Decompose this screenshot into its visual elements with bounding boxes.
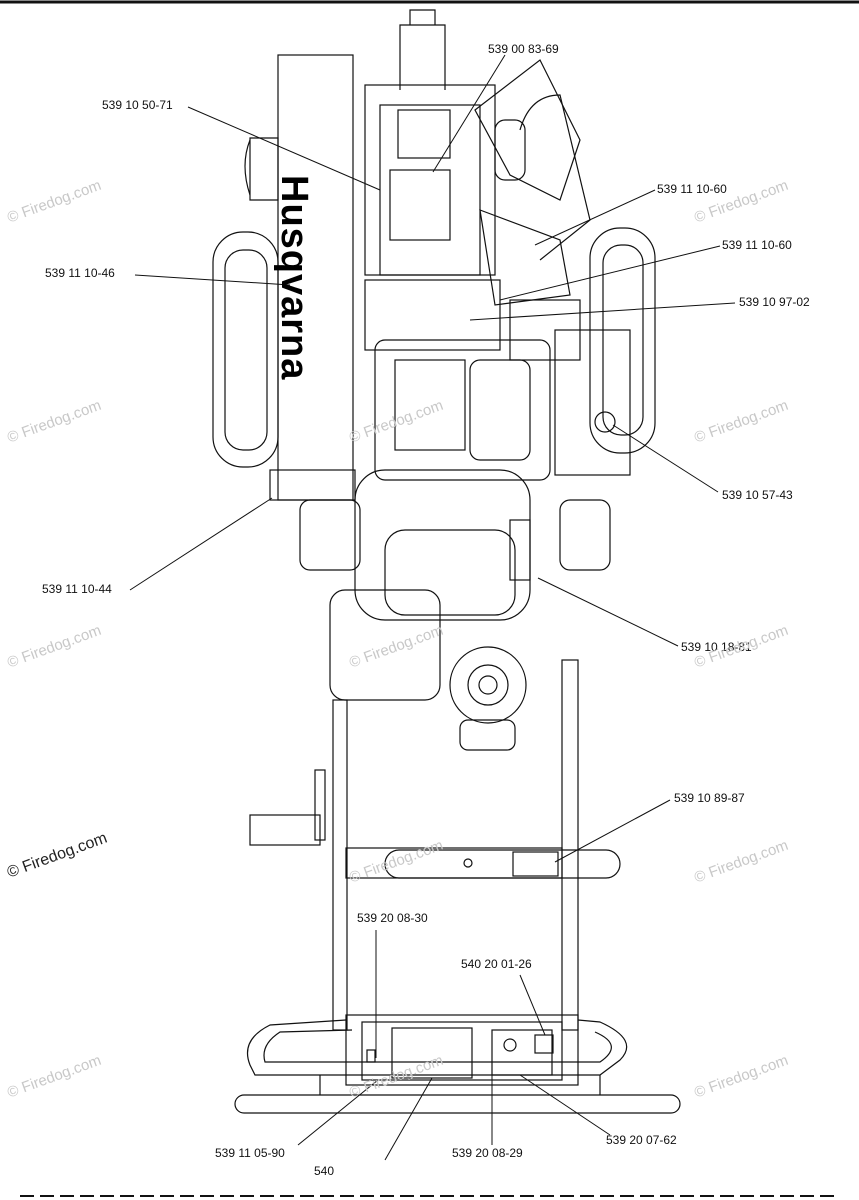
- part-label: 540: [314, 1164, 335, 1178]
- chute-assembly: [364, 9, 591, 276]
- engine: [354, 279, 551, 621]
- part-label: 539 20 07-62: [606, 1133, 677, 1147]
- part-label: 539 00 83-69: [488, 42, 559, 56]
- bottom-control-panel: [361, 1021, 563, 1081]
- part-label: 539 10 18-81: [681, 640, 752, 654]
- part-label: 539 10 50-71: [102, 98, 173, 112]
- part-label: 539 11 10-60: [657, 182, 727, 196]
- part-label: 539 11 10-46: [45, 266, 115, 280]
- leader-lines: [129, 54, 736, 1161]
- part-label: 539 10 97-02: [739, 295, 810, 309]
- bottom-handle: [234, 1019, 681, 1114]
- side-guard: [554, 329, 631, 476]
- brand-decal: Husqvarna: [273, 175, 315, 381]
- part-label: 539 11 10-60: [722, 238, 792, 252]
- part-label: 539 11 05-90: [215, 1146, 285, 1160]
- cross-bar: [384, 849, 621, 879]
- part-label: 540 20 01-26: [461, 957, 532, 971]
- lower-assembly: [299, 499, 611, 751]
- left-wheel: [212, 231, 279, 468]
- part-label: 539 20 08-29: [452, 1146, 523, 1160]
- part-label: 539 10 89-87: [674, 791, 745, 805]
- part-label: 539 10 57-43: [722, 488, 793, 502]
- right-wheel: [589, 227, 656, 454]
- part-label: 539 11 10-44: [42, 582, 112, 596]
- part-label: 539 20 08-30: [357, 911, 428, 925]
- side-bracket: [249, 769, 326, 846]
